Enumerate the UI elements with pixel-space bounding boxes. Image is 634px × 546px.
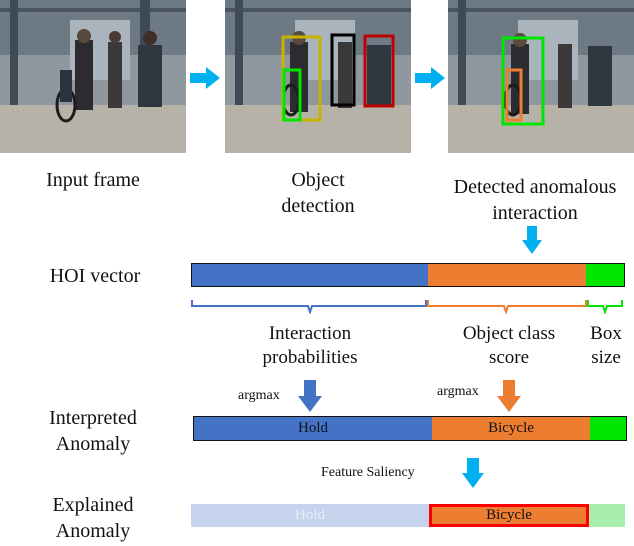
- explained-anomaly-bar: Hold Bicycle: [191, 504, 625, 527]
- hold-label: Hold: [298, 420, 328, 436]
- argmax-left-label: argmax: [238, 388, 280, 403]
- box-size-segment: [590, 417, 626, 440]
- interaction-brace: [191, 300, 427, 314]
- saliency-down-arrow-icon: [462, 458, 484, 488]
- bicycle-label: Bicycle: [488, 420, 534, 436]
- object-detection-image: [225, 0, 411, 153]
- argmax-down-arrow-icon: [497, 380, 521, 412]
- down-arrow-icon: [522, 226, 542, 254]
- object-class-segment: [428, 264, 586, 286]
- interaction-probabilities-label: Interaction probabilities: [262, 323, 358, 368]
- interpreted-anomaly-bar: Hold Bicycle: [193, 416, 627, 441]
- object-class-score-label: Object class score: [462, 323, 556, 368]
- anomalous-interaction-caption: Detected anomalous interaction: [453, 176, 617, 224]
- bicycle-label: Bicycle: [486, 507, 532, 523]
- hoi-vector-bar: [191, 263, 625, 287]
- bicycle-segment: Bicycle: [432, 417, 590, 440]
- box-size-brace: [587, 300, 623, 314]
- feature-saliency-label: Feature Saliency: [321, 465, 415, 480]
- box-size-label: Box size: [590, 323, 622, 368]
- object-detection-caption: Object detection: [281, 169, 355, 217]
- box-size-segment-faded: [589, 504, 625, 527]
- interaction-segment: [192, 264, 428, 286]
- argmax-down-arrow-icon: [298, 380, 322, 412]
- flow-arrow-icon: [190, 67, 220, 89]
- argmax-right-label: argmax: [437, 384, 479, 399]
- hold-label: Hold: [295, 507, 325, 523]
- interpreted-anomaly-label: Interpreted Anomaly: [49, 407, 137, 455]
- explained-anomaly-label: Explained Anomaly: [52, 494, 134, 542]
- box-size-segment: [586, 264, 624, 286]
- hold-segment: Hold: [194, 417, 432, 440]
- object-class-brace: [427, 300, 587, 314]
- flow-arrow-icon: [415, 67, 445, 89]
- input-frame-caption: Input frame: [46, 169, 140, 191]
- input-frame-image: [0, 0, 186, 153]
- hold-segment-faded: Hold: [191, 504, 429, 527]
- hoi-vector-label: HOI vector: [49, 265, 141, 287]
- anomalous-interaction-image: [448, 0, 634, 153]
- bicycle-segment-highlighted: Bicycle: [429, 504, 589, 527]
